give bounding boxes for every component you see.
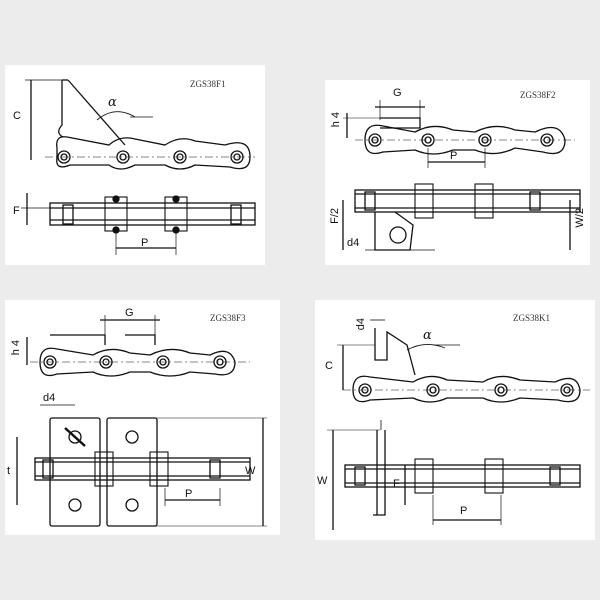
label-f: F: [13, 205, 20, 217]
label-w: W: [245, 465, 256, 477]
panel-title: ZGS38K1: [513, 313, 551, 323]
panel-title: ZGS38F3: [210, 313, 246, 323]
panel-title: ZGS38F2: [520, 90, 556, 100]
drawing-zgs38f2: [342, 100, 581, 251]
label-p: P: [141, 237, 149, 249]
label-alpha: α: [108, 95, 117, 110]
label-h4: h 4: [330, 112, 342, 128]
label-d4: d4: [347, 237, 360, 249]
label-d4: d4: [355, 318, 367, 331]
label-alpha: α: [423, 328, 432, 343]
panel-zgs38f2: ZGS38F2 G h 4 P F/2 d4 W/2: [325, 80, 590, 265]
panel-zgs38f3: ZGS38F3 G h 4 d4 t W P: [5, 300, 280, 535]
label-f2: F/2: [329, 208, 341, 224]
label-w2: W/2: [574, 208, 586, 228]
drawing-zgs38f1: [21, 79, 256, 255]
panel-title: ZGS38F1: [190, 79, 226, 89]
label-d4: d4: [43, 392, 56, 404]
label-t: t: [7, 465, 11, 477]
drawing-zgs38k1: [327, 319, 590, 530]
label-c: C: [13, 110, 21, 122]
label-c: C: [325, 360, 333, 372]
label-p: P: [450, 150, 458, 162]
panel-zgs38k1: ZGS38K1 d4 α C W F P: [315, 300, 595, 540]
label-f: F: [393, 478, 400, 490]
label-h4: h 4: [10, 340, 22, 356]
drawing-zgs38f3: [16, 315, 267, 527]
panel-zgs38f1: ZGS38F1 C α F P: [5, 65, 265, 265]
label-g: G: [125, 307, 134, 319]
label-w: W: [317, 475, 328, 487]
label-g: G: [393, 87, 402, 99]
label-p: P: [185, 488, 193, 500]
label-p: P: [460, 505, 468, 517]
